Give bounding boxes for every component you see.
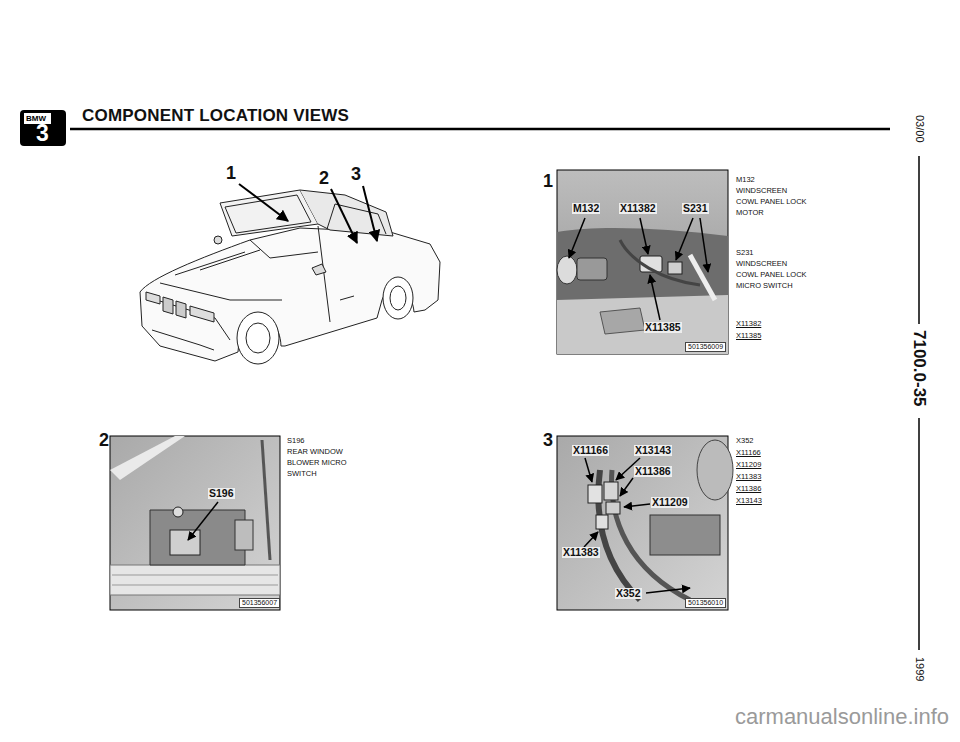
connector-ref: X11382 bbox=[736, 320, 761, 328]
page-ref: 03/00 bbox=[914, 115, 925, 143]
page-ref: 1999 bbox=[914, 657, 925, 681]
connector-ref: X11383 bbox=[736, 473, 761, 481]
part-description: S231 bbox=[736, 249, 754, 257]
logo bbox=[20, 110, 66, 146]
page-number: 7100.0-35 bbox=[911, 330, 928, 407]
part-tag: X11385 bbox=[644, 322, 682, 333]
connector-ref: X11166 bbox=[736, 449, 761, 457]
part-description: COWL PANEL LOCK bbox=[736, 271, 807, 279]
callout-number: 2 bbox=[319, 169, 329, 187]
part-description: MOTOR bbox=[736, 209, 764, 217]
connector-ref: X13143 bbox=[736, 497, 762, 505]
part-description: WINDSCREEN bbox=[736, 187, 787, 195]
callout-number: 1 bbox=[543, 172, 553, 190]
part-tag: X13143 bbox=[634, 445, 672, 456]
page-title: COMPONENT LOCATION VIEWS bbox=[82, 107, 349, 126]
part-description: COWL PANEL LOCK bbox=[736, 198, 807, 206]
title-rule bbox=[70, 128, 890, 131]
connector-ref: X11386 bbox=[736, 485, 761, 493]
part-tag: X11386 bbox=[634, 466, 672, 477]
part-tag: S231 bbox=[682, 203, 709, 214]
leader-arrow bbox=[569, 218, 708, 320]
leader-arrow bbox=[188, 502, 218, 540]
photo-panel bbox=[557, 436, 733, 610]
photo-code: 501356007 bbox=[239, 598, 280, 608]
callout-number: 2 bbox=[99, 431, 109, 449]
photo-panel bbox=[110, 436, 280, 610]
part-description: M132 bbox=[736, 176, 755, 184]
part-description: SWITCH bbox=[287, 470, 317, 478]
part-tag: X11209 bbox=[651, 497, 689, 508]
part-description: BLOWER MICRO bbox=[287, 459, 347, 467]
part-description: X352 bbox=[736, 437, 754, 445]
watermark: carmanualsonline.info bbox=[735, 706, 949, 728]
part-tag: X11382 bbox=[619, 203, 657, 214]
photo-code: 501356009 bbox=[685, 342, 726, 352]
connector-ref: X11209 bbox=[736, 461, 761, 469]
callout-number: 1 bbox=[226, 164, 236, 182]
callout-number: 3 bbox=[543, 431, 553, 449]
car-illustration bbox=[140, 190, 440, 364]
part-tag: X11383 bbox=[562, 547, 600, 558]
part-description: WINDSCREEN bbox=[736, 260, 787, 268]
callout-arrow bbox=[239, 184, 377, 243]
part-tag: X352 bbox=[615, 588, 642, 599]
logo-number: 3 bbox=[36, 122, 49, 145]
connector-ref: X11385 bbox=[736, 332, 761, 340]
photo-code: 501356010 bbox=[685, 598, 726, 608]
part-description: S196 bbox=[287, 437, 305, 445]
part-tag: X11166 bbox=[572, 445, 609, 456]
part-description: REAR WINDOW bbox=[287, 448, 343, 456]
part-tag: M132 bbox=[572, 203, 600, 214]
part-description: MICRO SWITCH bbox=[736, 282, 793, 290]
part-tag: S196 bbox=[208, 488, 235, 499]
leader-arrow bbox=[584, 458, 690, 593]
photo-panel bbox=[557, 170, 728, 354]
callout-number: 3 bbox=[351, 165, 361, 183]
